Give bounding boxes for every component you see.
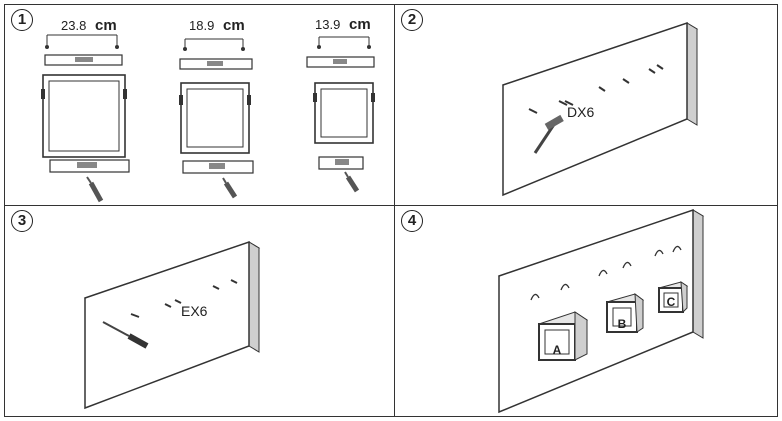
frame-medium-unit: cm	[223, 17, 245, 34]
frame-medium-size: 18.9	[189, 18, 214, 33]
screw-label: EX6	[181, 303, 208, 319]
screws	[130, 279, 238, 318]
box-c-label: C	[667, 295, 676, 309]
frame-large-unit: cm	[95, 17, 117, 34]
step-2-illustration: DX6	[501, 21, 699, 197]
box-b: B	[605, 292, 645, 333]
wall-plugs	[528, 64, 664, 114]
frame-large: 23.8 cm	[41, 17, 130, 203]
box-c: C	[657, 281, 689, 314]
plug-label: DX6	[567, 104, 594, 120]
frame-small: 13.9 cm	[306, 16, 375, 193]
box-b-label: B	[618, 317, 627, 331]
panel-step-4: 4 A B	[394, 205, 778, 417]
frame-large-size: 23.8	[61, 18, 86, 33]
box-a-label: A	[553, 343, 562, 357]
step-1-illustration: 23.8 cm 18.9 cm	[41, 16, 375, 203]
step-number-1: 1	[11, 9, 33, 31]
panel-step-2: 2 DX6	[394, 4, 778, 206]
panel-step-1: 1 23.8 cm 18.9	[4, 4, 395, 206]
frame-medium: 18.9 cm	[179, 17, 254, 199]
box-a: A	[537, 311, 589, 361]
step-number-2: 2	[401, 9, 423, 31]
step-4-illustration: A B C	[497, 208, 705, 414]
frame-small-size: 13.9	[315, 17, 340, 32]
screwdriver-icon	[102, 321, 149, 349]
hooks	[530, 245, 682, 301]
wall	[501, 21, 699, 197]
hammer-icon	[533, 114, 564, 154]
wall	[497, 208, 705, 414]
step-number-3: 3	[11, 210, 33, 232]
step-3-illustration: EX6	[83, 240, 261, 410]
wall	[83, 240, 261, 410]
panel-step-3: 3 EX6	[4, 205, 395, 417]
frame-small-unit: cm	[349, 16, 371, 33]
step-number-4: 4	[401, 210, 423, 232]
